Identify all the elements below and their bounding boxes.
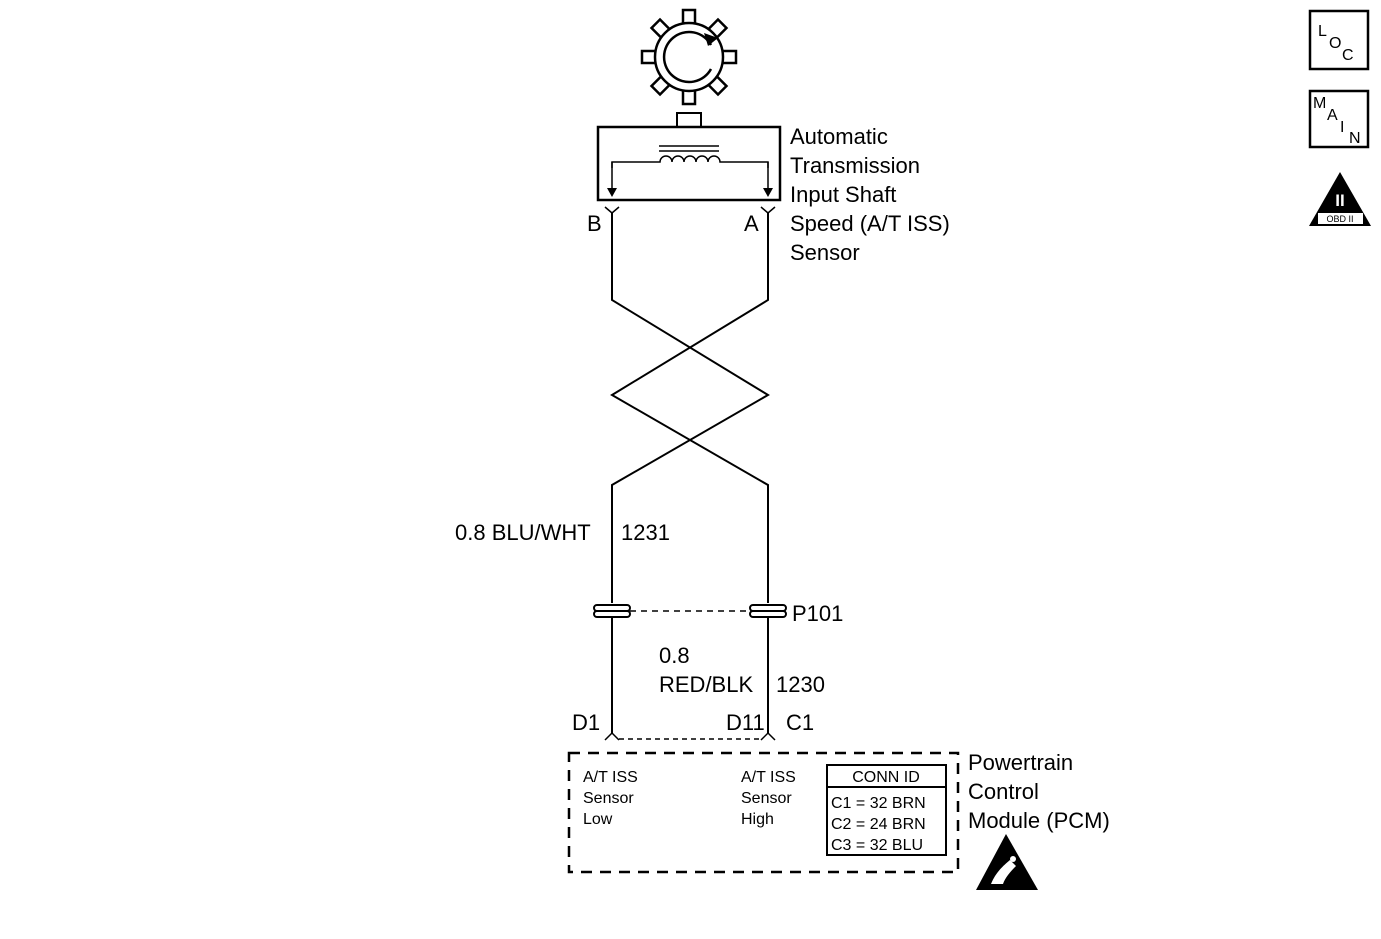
sensor-name-line: Automatic bbox=[790, 124, 888, 149]
obd-ii-button[interactable]: II OBD II bbox=[1309, 172, 1371, 226]
sensor-name-line: Transmission bbox=[790, 153, 920, 178]
conn-id-table: CONN ID C1 = 32 BRN C2 = 24 BRN C3 = 32 … bbox=[826, 764, 947, 856]
conn-id-row: C1 = 32 BRN bbox=[831, 795, 926, 812]
pcm-box bbox=[567, 751, 960, 874]
right-wire-color: RED/BLK bbox=[659, 672, 753, 697]
obd-caption: OBD II bbox=[1326, 214, 1353, 224]
esd-warning-icon bbox=[976, 834, 1038, 890]
main-button[interactable]: M A I N bbox=[1308, 89, 1370, 149]
sensor-name-line: Input Shaft bbox=[790, 182, 896, 207]
conn-id-row: C3 = 32 BLU bbox=[831, 837, 923, 854]
pcm-high-label-line: High bbox=[741, 811, 774, 828]
iss-sensor bbox=[596, 112, 782, 202]
sensor-name-line: Speed (A/T ISS) bbox=[790, 211, 950, 236]
sensor-name-line: Sensor bbox=[790, 240, 860, 265]
left-circuit-number: 1231 bbox=[621, 520, 670, 545]
pcm-connector-id: C1 bbox=[786, 710, 814, 735]
pcm-pin-right: D11 bbox=[726, 710, 765, 735]
loc-letter: C bbox=[1342, 47, 1354, 64]
left-wire-label: 0.8 BLU/WHT bbox=[455, 520, 591, 545]
twisted-pair-wires bbox=[610, 213, 770, 603]
conn-id-title: CONN ID bbox=[852, 769, 920, 786]
pcm-high-label-line: A/T ISS bbox=[741, 769, 796, 786]
main-letter: M bbox=[1313, 95, 1326, 112]
obd-numeral: II bbox=[1335, 191, 1344, 210]
conn-id-row: C2 = 24 BRN bbox=[831, 816, 926, 833]
loc-button[interactable]: L O C bbox=[1308, 9, 1370, 71]
sensor-pin-a: A bbox=[744, 211, 759, 236]
main-letter: A bbox=[1327, 107, 1338, 124]
pcm-low-label-line: A/T ISS bbox=[583, 769, 638, 786]
sensor-pin-b: B bbox=[587, 211, 602, 236]
connector-name: P101 bbox=[792, 601, 843, 626]
pcm-low-label-line: Sensor bbox=[583, 790, 634, 807]
main-letter: N bbox=[1349, 130, 1361, 147]
pcm-high-label-line: Sensor bbox=[741, 790, 792, 807]
main-letter: I bbox=[1340, 119, 1344, 136]
pcm-name-line: Powertrain bbox=[968, 750, 1073, 775]
right-circuit-number: 1230 bbox=[776, 672, 825, 697]
pcm-name-line: Module (PCM) bbox=[968, 808, 1110, 833]
inline-connector-p101 bbox=[593, 604, 787, 618]
coil-icon bbox=[607, 145, 773, 197]
pcm-name-line: Control bbox=[968, 779, 1039, 804]
reluctor-wheel-icon bbox=[640, 8, 738, 106]
right-wire-gauge: 0.8 bbox=[659, 643, 690, 668]
loc-letter: L bbox=[1318, 23, 1327, 40]
loc-letter: O bbox=[1329, 35, 1341, 52]
pcm-pin-left: D1 bbox=[572, 710, 600, 735]
pcm-low-label-line: Low bbox=[583, 811, 613, 828]
